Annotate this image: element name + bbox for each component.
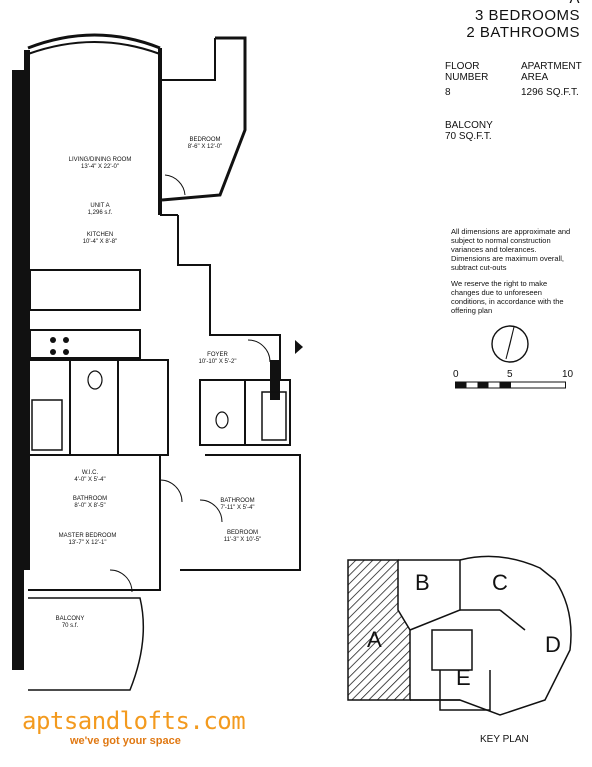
scale-bar-graphic [455, 381, 566, 389]
room-bedroom-top: BEDROOM 8'-6" X 12'-0" [175, 137, 235, 151]
room-kitchen: KITCHEN 10'-4" X 8'-8" [70, 232, 130, 246]
scale-tick-10: 10 [562, 369, 574, 380]
key-plan [347, 555, 572, 716]
room-dims: 13'-4" X 22'-0" [81, 164, 119, 170]
room-dims: 4'-0" X 5'-4" [74, 477, 106, 483]
room-living-dining: LIVING/DINING ROOM 13'-4" X 22'-0" [60, 157, 140, 171]
room-dims: 13'-7" X 12'-1" [68, 540, 107, 546]
balcony-value: 70 SQ.F.T. [445, 131, 492, 142]
room-balcony: BALCONY 70 s.f. [50, 616, 90, 630]
key-unit-a: A [367, 627, 382, 652]
brand-name: aptsandlofts.com [22, 707, 246, 735]
bedrooms-heading: 3 BEDROOMS [474, 7, 580, 24]
scale-bar: 0 5 10 [453, 369, 575, 383]
room-name: LIVING/DINING ROOM [68, 157, 132, 163]
room-master-bedroom: MASTER BEDROOM 13'-7" X 12'-1" [50, 533, 125, 547]
room-dims: 10'-4" X 8'-8" [82, 239, 118, 245]
room-name: BALCONY [55, 616, 85, 622]
unit-name: UNIT A [90, 203, 110, 209]
floor-label-line-1: FLOOR [445, 61, 480, 72]
brand-tagline: we've got your space [70, 735, 181, 747]
scale-tick-0: 0 [453, 369, 459, 380]
floor-plan [12, 33, 303, 691]
room-name: KITCHEN [86, 232, 114, 238]
room-dims: 7'-11" X 5'-4" [220, 505, 255, 511]
room-bedroom-2: BEDROOM 11'-3" X 10'-5" [215, 530, 270, 544]
room-wic: W.I.C. 4'-0" X 5'-4" [65, 470, 115, 484]
balcony-label: BALCONY [445, 120, 493, 131]
room-name: W.I.C. [81, 470, 99, 476]
area-label: APARTMENT AREA 1296 SQ.F.T. [521, 61, 582, 98]
room-name: FOYER [207, 352, 228, 358]
area-value: 1296 SQ.F.T. [521, 87, 579, 98]
rights-note: We reserve the right to make changes due… [451, 279, 564, 315]
unit-letter: A [420, 0, 580, 7]
floor-label: FLOOR NUMBER 8 [445, 61, 488, 98]
room-foyer: FOYER 10'-10" X 5'-2" [190, 352, 245, 366]
dimensions-note: All dimensions are approximate and subje… [451, 227, 571, 272]
room-dims: 8'-6" X 12'-0" [187, 144, 223, 150]
key-unit-e: E [456, 665, 471, 690]
bathrooms-heading: 2 BATHROOMS [466, 24, 580, 41]
floor-value: 8 [445, 87, 451, 98]
scale-tick-5: 5 [507, 369, 513, 380]
unit-area: 1,296 s.f. [87, 210, 113, 216]
key-plan-title: KEY PLAN [480, 734, 529, 745]
room-dims: 10'-10" X 5'-2" [198, 359, 237, 365]
compass-icon [491, 325, 529, 363]
room-bathroom-master: BATHROOM 8'-0" X 8'-5" [65, 496, 115, 510]
area-label-line-1: APARTMENT [521, 61, 582, 72]
key-unit-d: D [545, 632, 561, 657]
balcony-spec: BALCONY 70 SQ.F.T. [445, 120, 493, 142]
key-unit-c: C [492, 570, 508, 595]
unit-label: UNIT A 1,296 s.f. [75, 203, 125, 217]
room-bathroom-2: BATHROOM 7'-11" X 5'-4" [210, 498, 265, 512]
room-dims: 8'-0" X 8'-5" [74, 503, 106, 509]
area-label-line-2: AREA [521, 72, 549, 83]
floor-label-line-2: NUMBER [445, 72, 489, 83]
room-dims: 70 s.f. [61, 623, 79, 629]
room-name: BEDROOM [226, 530, 258, 536]
room-name: BEDROOM [189, 137, 221, 143]
room-dims: 11'-3" X 10'-5" [223, 537, 262, 543]
key-unit-b: B [415, 570, 430, 595]
room-name: MASTER BEDROOM [58, 533, 117, 539]
room-name: BATHROOM [72, 496, 108, 502]
room-name: BATHROOM [220, 498, 255, 504]
